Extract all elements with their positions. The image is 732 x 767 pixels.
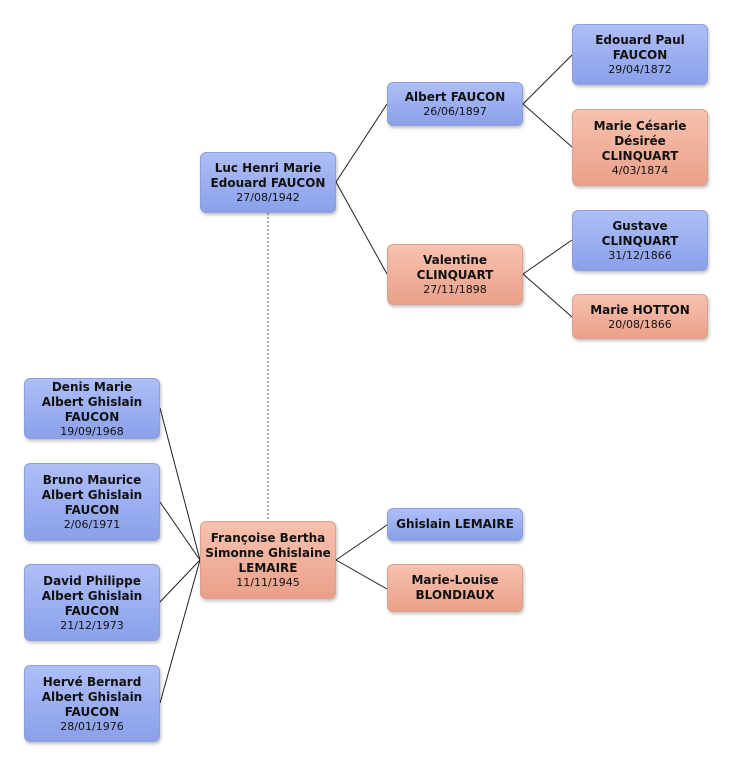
person-francoise-lemaire[interactable]: Françoise Bertha Simonne Ghislaine LEMAI… (200, 521, 336, 599)
person-marie-hotton[interactable]: Marie HOTTON 20/08/1866 (572, 294, 708, 339)
person-luc-faucon[interactable]: Luc Henri Marie Edouard FAUCON 27/08/194… (200, 152, 336, 213)
person-date: 20/08/1866 (608, 317, 672, 331)
person-date: 19/09/1968 (60, 424, 124, 438)
person-name: Bruno Maurice Albert Ghislain FAUCON (41, 473, 143, 517)
link-david-francoise (159, 559, 201, 603)
person-date: 27/11/1898 (423, 283, 487, 296)
person-name: Valentine CLINQUART (416, 253, 494, 282)
person-valentine-clinquart[interactable]: Valentine CLINQUART 27/11/1898 (387, 244, 523, 305)
link-albert-marie-cesarie (522, 103, 573, 148)
person-gustave-clinquart[interactable]: Gustave CLINQUART 31/12/1866 (572, 210, 708, 271)
person-albert-faucon[interactable]: Albert FAUCON 26/06/1897 (387, 82, 523, 126)
person-date: 28/01/1976 (60, 719, 124, 733)
person-name: Albert FAUCON (404, 90, 506, 104)
person-date: 11/11/1945 (236, 576, 300, 589)
person-name: Ghislain LEMAIRE (396, 517, 514, 531)
person-marie-louise-blondiaux[interactable]: Marie-Louise BLONDIAUX (387, 564, 523, 612)
person-name: Hervé Bernard Albert Ghislain FAUCON (41, 674, 143, 719)
person-name: David Philippe Albert Ghislain FAUCON (41, 573, 143, 618)
person-herve-faucon[interactable]: Hervé Bernard Albert Ghislain FAUCON 28/… (24, 665, 160, 742)
person-date: 27/08/1942 (236, 191, 300, 204)
person-ghislain-lemaire[interactable]: Ghislain LEMAIRE (387, 508, 523, 541)
person-name: Gustave CLINQUART (601, 219, 679, 248)
link-valentine-gustave (522, 239, 573, 275)
person-date: 26/06/1897 (423, 105, 487, 118)
link-francoise-ghislain (335, 524, 388, 561)
link-albert-edouard (522, 54, 573, 105)
person-marie-cesarie-clinquart[interactable]: Marie Césarie Désirée CLINQUART 4/03/187… (572, 109, 708, 186)
link-denis-francoise (159, 407, 201, 561)
person-name: Marie Césarie Désirée CLINQUART (593, 118, 687, 163)
person-name: Françoise Bertha Simonne Ghislaine LEMAI… (205, 531, 331, 575)
person-bruno-faucon[interactable]: Bruno Maurice Albert Ghislain FAUCON 2/0… (24, 463, 160, 541)
link-luc-valentine (335, 181, 388, 275)
person-date: 21/12/1973 (60, 618, 124, 632)
person-name: Denis Marie Albert Ghislain FAUCON (41, 379, 143, 424)
person-date: 31/12/1866 (608, 249, 672, 262)
person-name: Marie HOTTON (590, 302, 690, 317)
person-date: 4/03/1874 (611, 163, 669, 177)
person-david-faucon[interactable]: David Philippe Albert Ghislain FAUCON 21… (24, 564, 160, 641)
link-luc-albert (335, 103, 388, 183)
person-denis-faucon[interactable]: Denis Marie Albert Ghislain FAUCON 19/09… (24, 378, 160, 439)
person-date: 29/04/1872 (608, 63, 672, 76)
link-francoise-marie-louise (335, 559, 388, 590)
link-herve-francoise (159, 559, 201, 704)
link-valentine-marie-hotton (522, 273, 573, 318)
person-edouard-faucon[interactable]: Edouard Paul FAUCON 29/04/1872 (572, 24, 708, 85)
person-name: Edouard Paul FAUCON (595, 33, 685, 62)
person-name: Luc Henri Marie Edouard FAUCON (210, 161, 326, 190)
person-date: 2/06/1971 (63, 518, 121, 531)
link-bruno-francoise (159, 501, 201, 561)
person-name: Marie-Louise BLONDIAUX (411, 573, 499, 602)
